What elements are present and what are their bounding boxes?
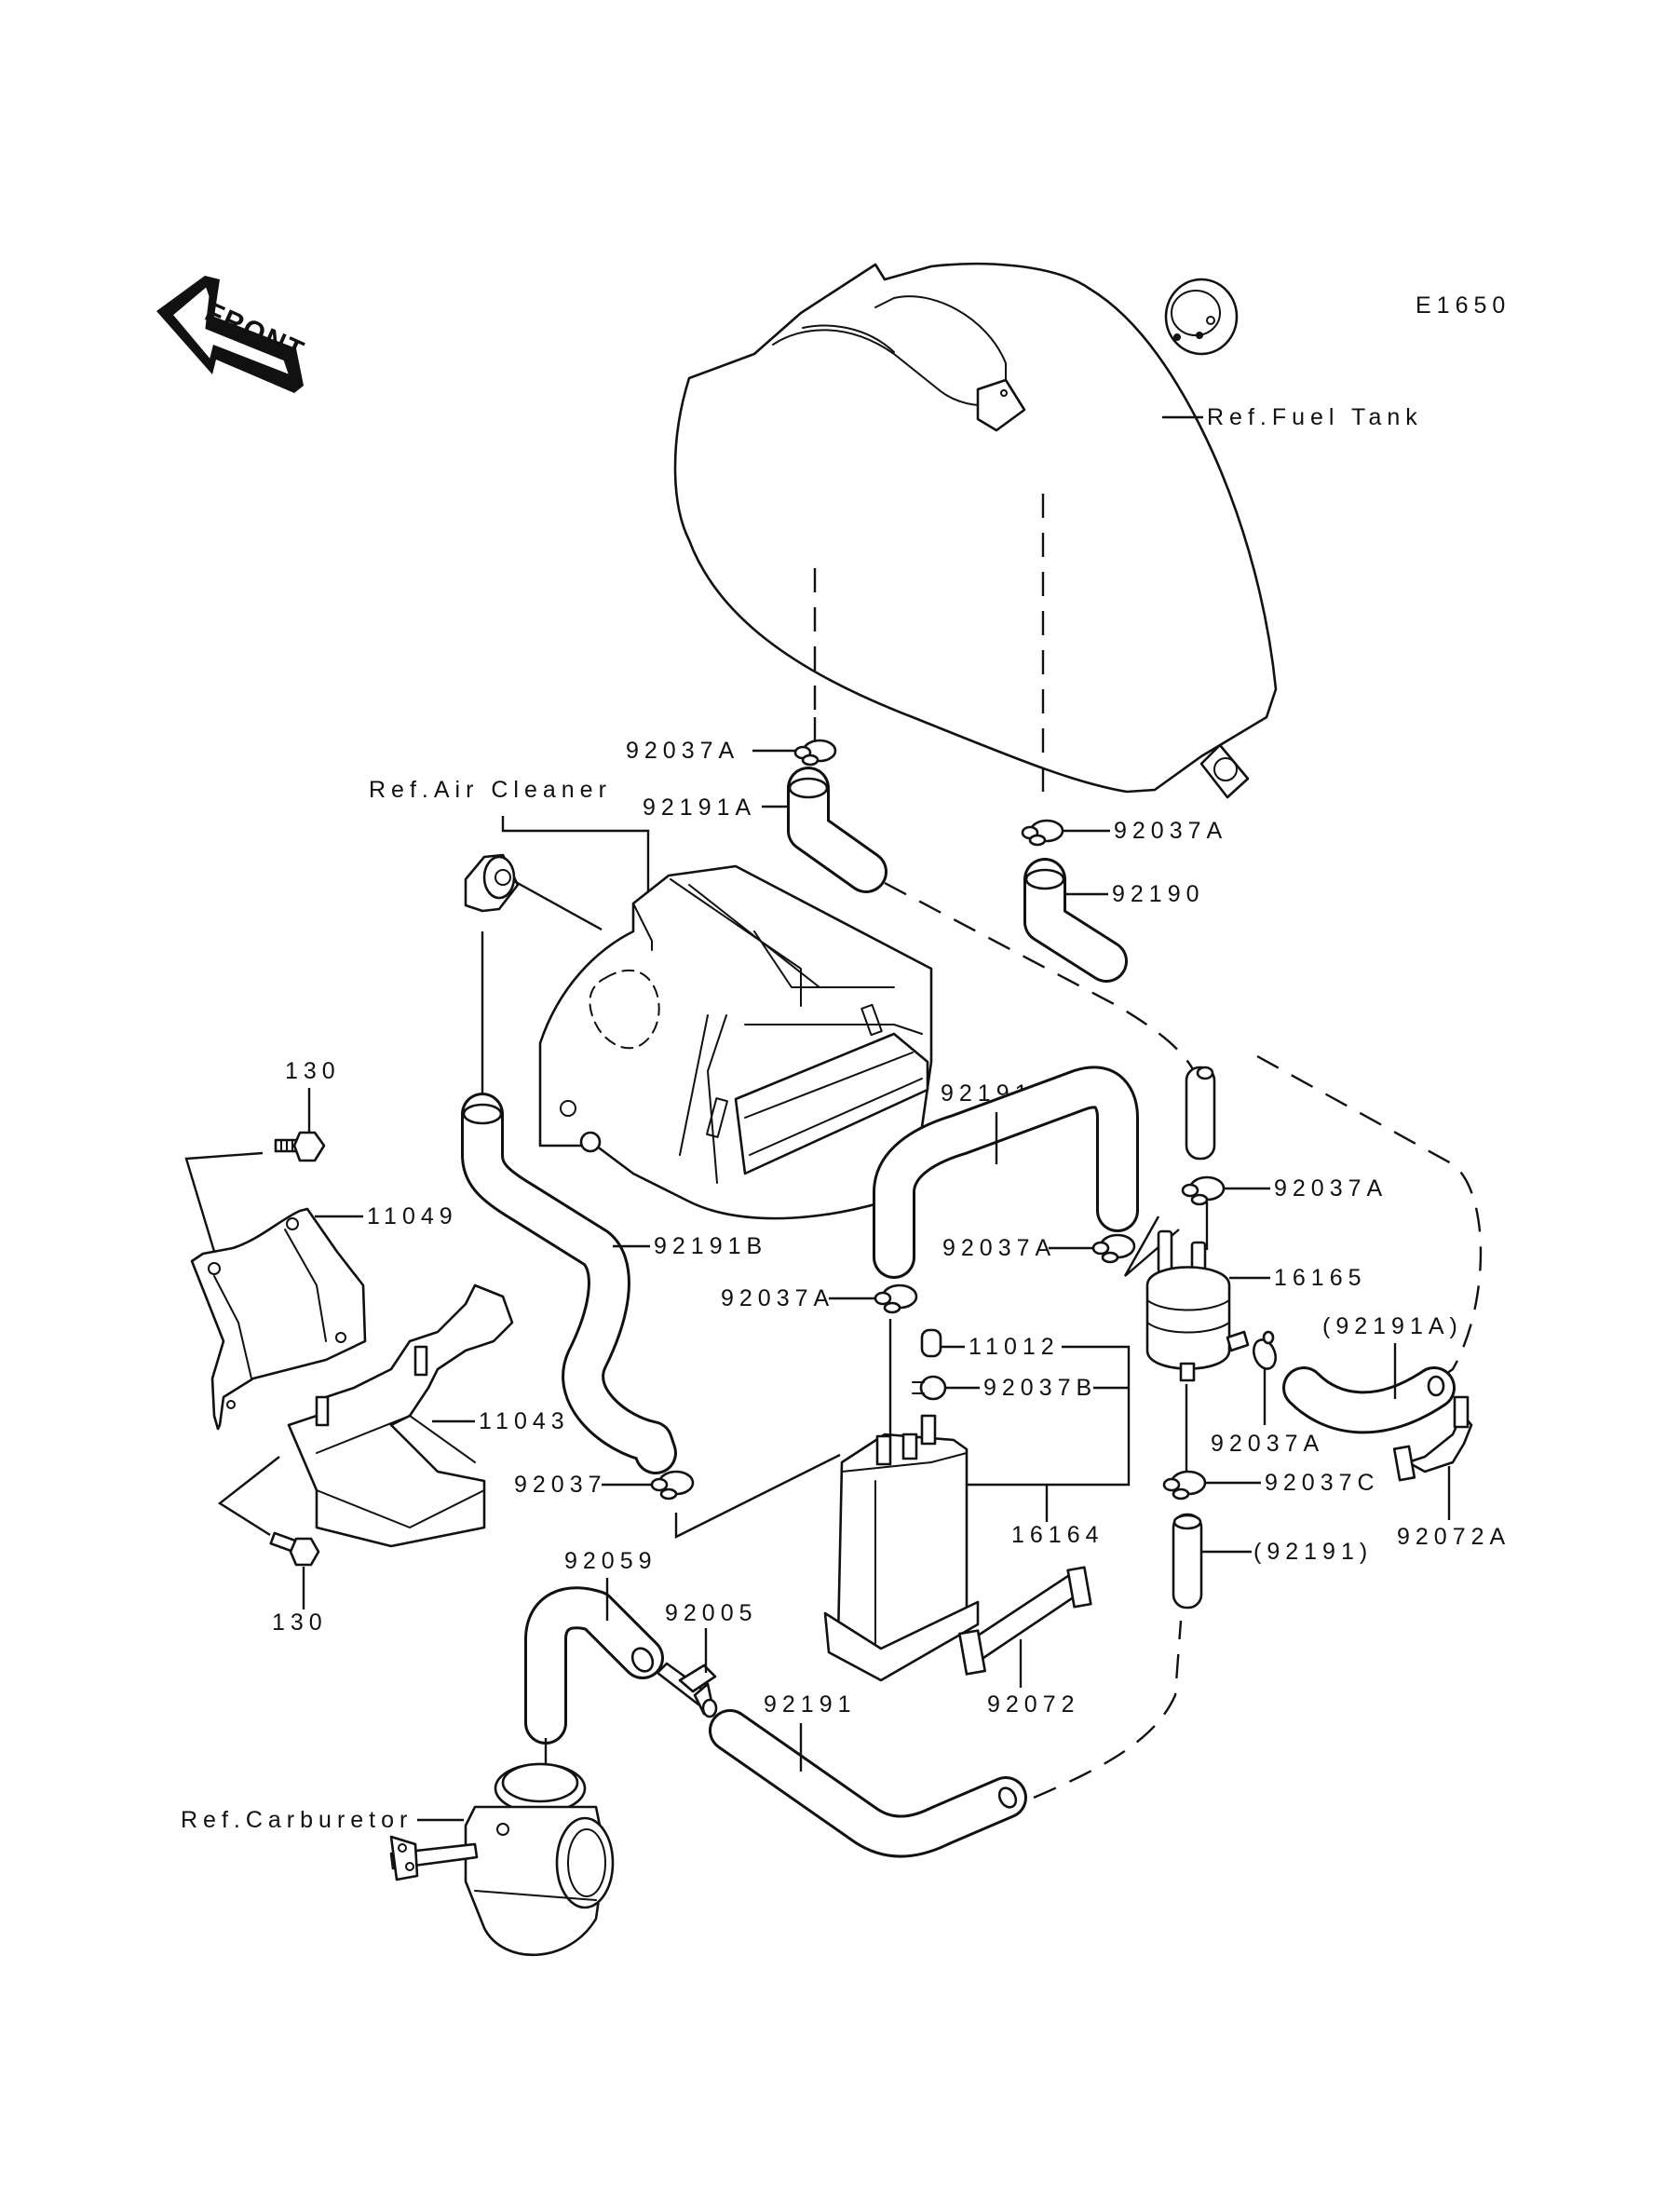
callout-92037A: 92037A: [626, 738, 739, 764]
hose-92191: [709, 1709, 1027, 1858]
hose-92191-paren: [1172, 1513, 1252, 1609]
clamp-92037: [602, 1453, 841, 1539]
callout-11012: 11012: [969, 1334, 1060, 1360]
fuel-filter-16165: [1145, 1229, 1270, 1472]
hose-segment: [1185, 1066, 1216, 1161]
leader-line: [501, 816, 650, 896]
strap-92072: [958, 1566, 1092, 1688]
leader-line: [217, 1456, 280, 1537]
tray-11043: [287, 1283, 514, 1548]
hose-92191A: [762, 767, 887, 893]
hose-92191B: [461, 1093, 677, 1474]
callout-92191-paren: (92191): [1253, 1539, 1373, 1565]
callout-11049: 11049: [367, 1203, 458, 1229]
callout-92072: 92072: [987, 1691, 1080, 1718]
fuel-tank: [673, 262, 1278, 799]
bolt-130: [269, 1531, 320, 1609]
figure-code: E1650: [1416, 292, 1511, 319]
clamp-92037A: [1049, 1215, 1180, 1277]
front-arrow-icon: FRONT: [156, 276, 309, 393]
joint-92005: [656, 1628, 718, 1718]
hose-92059: [524, 1578, 664, 1745]
hose-92190: [1023, 858, 1128, 983]
hose-92191A-paren: [1282, 1343, 1456, 1434]
callout-16164: 16164: [1011, 1522, 1104, 1548]
callout-16165: 16165: [1274, 1265, 1367, 1291]
ref-fuel-tank-label: Ref.Fuel Tank: [1207, 404, 1423, 430]
leader-line: [967, 1345, 1131, 1522]
callout-92037B: 92037B: [983, 1375, 1097, 1401]
carburetor: [389, 1762, 615, 1957]
callout-92191A: 92191A: [643, 794, 756, 821]
clamp-92037A: [1181, 1175, 1270, 1250]
clamp-92037A: [752, 717, 837, 767]
strap-92072A: [1392, 1395, 1473, 1520]
callout-92059: 92059: [564, 1548, 657, 1574]
callout-92072A: 92072A: [1397, 1524, 1511, 1550]
clamp-92037A: [1021, 819, 1110, 847]
connection-line: [1256, 1054, 1483, 1383]
callout-92005: 92005: [665, 1600, 758, 1626]
ref-carburetor-label: Ref.Carburetor: [181, 1807, 413, 1833]
callout-92191: 92191: [764, 1691, 857, 1718]
hose-92191C: [873, 1066, 1139, 1279]
clamp-92037A: [829, 1283, 918, 1440]
callout-92190: 92190: [1112, 881, 1205, 907]
bolt-130: [274, 1088, 326, 1162]
callout-92037A: 92037A: [942, 1235, 1056, 1261]
clamp-92037C: [1162, 1470, 1261, 1501]
callout-130: 130: [285, 1058, 341, 1084]
clamp-92037B: [912, 1375, 980, 1401]
callout-130: 130: [272, 1609, 328, 1636]
canister-16164: [823, 1414, 980, 1682]
callout-92037A: 92037A: [1274, 1175, 1388, 1202]
callout-92191B: 92191B: [654, 1233, 767, 1259]
connection-line: [1033, 1620, 1183, 1799]
clamp-92037A: [1253, 1330, 1277, 1425]
callout-92037A: 92037A: [1114, 818, 1227, 844]
callout-92037A: 92037A: [721, 1285, 834, 1311]
callout-92037A: 92037A: [1211, 1431, 1324, 1457]
connection-line: [884, 881, 1203, 1100]
leader-line: [184, 1151, 264, 1277]
callout-92037C: 92037C: [1265, 1470, 1380, 1496]
callout-92191A-paren: (92191A): [1322, 1313, 1463, 1339]
air-cleaner: [538, 864, 933, 1220]
bracket-11049: [190, 1207, 367, 1431]
cap-11012: [920, 1328, 965, 1358]
air-cleaner-elbow: [464, 853, 603, 1105]
ref-air-cleaner-label: Ref.Air Cleaner: [369, 777, 612, 803]
callout-92037: 92037: [514, 1472, 607, 1498]
callout-11043: 11043: [479, 1408, 570, 1434]
